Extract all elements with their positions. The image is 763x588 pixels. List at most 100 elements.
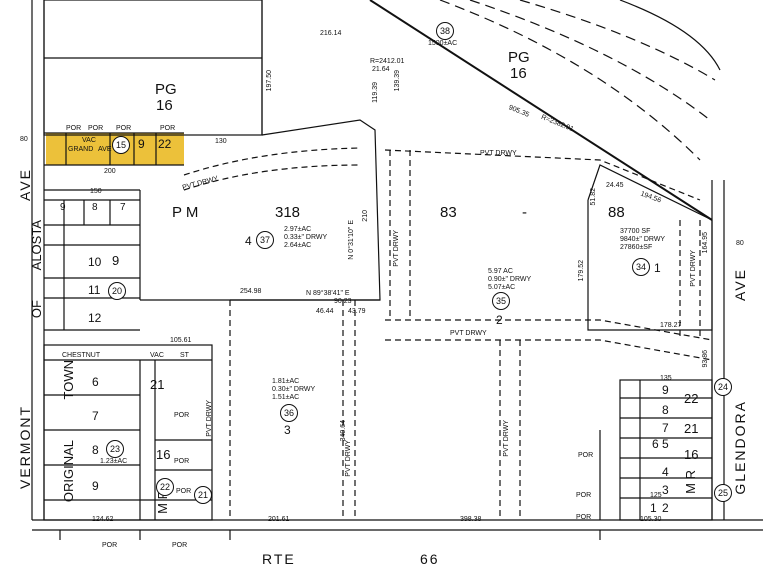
parcel-circle-15[interactable]: 15 bbox=[112, 136, 130, 154]
tract-mr-right-22: 22 bbox=[684, 391, 699, 406]
por-label: POR bbox=[88, 125, 104, 132]
dim-124: 124.62 bbox=[92, 516, 114, 523]
lot-right-7: 7 bbox=[662, 421, 669, 435]
tract-pm: P M bbox=[172, 204, 199, 221]
lot-right-4: 4 bbox=[662, 465, 669, 479]
parcel-circle-36[interactable]: 36 bbox=[280, 404, 298, 422]
lot-right-3: 3 bbox=[662, 483, 669, 497]
lot-left-8: 8 bbox=[92, 202, 98, 213]
lot-right-6: 6 bbox=[652, 437, 659, 451]
dim-105: 105.61 bbox=[170, 337, 192, 344]
por-label: POR bbox=[176, 488, 192, 495]
lot-left-6: 6 bbox=[92, 375, 99, 389]
tract-town: TOWN bbox=[61, 360, 76, 400]
dim-r2412: R=2412.01 bbox=[370, 58, 405, 65]
por-label: POR bbox=[116, 125, 132, 132]
parcel-circle-22[interactable]: 22 bbox=[156, 478, 174, 496]
tract-pg-right-num: 16 bbox=[510, 65, 527, 82]
bearing-east: N 89°38'41" E bbox=[306, 290, 350, 297]
tract-pm-number: 318 bbox=[275, 204, 301, 221]
parcel-circle-20[interactable]: 20 bbox=[108, 282, 126, 300]
dim-46: 46.44 bbox=[316, 308, 334, 315]
parcel36-lot: 3 bbox=[284, 423, 291, 437]
lot-left-12: 12 bbox=[88, 311, 102, 325]
dim-178: 178.27 bbox=[660, 322, 682, 329]
dim-80-right: 80 bbox=[736, 240, 744, 247]
parcel35-net: 5.07±AC bbox=[488, 284, 516, 291]
por-label: POR bbox=[102, 542, 118, 549]
lot-right-1: 1 bbox=[650, 501, 657, 515]
dim-139: 139.39 bbox=[394, 70, 401, 92]
tract-pm-right: 83 bbox=[440, 204, 457, 221]
por-label: POR bbox=[174, 458, 190, 465]
street-glendora: GLENDORA bbox=[732, 400, 748, 495]
tract-pg-top-num: 16 bbox=[156, 97, 173, 114]
lot-left-10: 10 bbox=[88, 255, 102, 269]
dim-119: 119.39 bbox=[372, 82, 379, 103]
street-grand-ave: AVE bbox=[98, 146, 112, 153]
lot-left-9: 9 bbox=[60, 202, 66, 213]
parcel37-net: 2.64±AC bbox=[284, 242, 312, 249]
tract-pm-right-num: 88 bbox=[608, 204, 625, 221]
bearing-north: N 0°31'10" E bbox=[348, 220, 355, 260]
tract-of: OF bbox=[29, 300, 44, 319]
parcel-circle-34[interactable]: 34 bbox=[632, 258, 650, 276]
parcel-circle-38[interactable]: 38 bbox=[436, 22, 454, 40]
lot-left-11: 11 bbox=[88, 283, 101, 297]
tract-mr-right: M R bbox=[683, 470, 698, 494]
dim-179: 179.52 bbox=[578, 260, 585, 282]
parcel34-lot: 1 bbox=[654, 261, 661, 275]
street-vermont: VERMONT bbox=[17, 405, 33, 489]
parcel37-area: 2.97±AC bbox=[284, 226, 312, 233]
parcel-22-strip: 22 bbox=[158, 137, 172, 151]
drwy-label: PVT DRWY bbox=[450, 330, 487, 337]
parcel-circle-25[interactable]: 25 bbox=[714, 484, 732, 502]
street-ave-right: AVE bbox=[732, 268, 748, 301]
tract-pm-dash: - bbox=[522, 204, 527, 221]
dim-150: 150 bbox=[90, 188, 102, 195]
lot-left-9b: 9 bbox=[112, 253, 120, 268]
parcel-circle-35[interactable]: 35 bbox=[492, 292, 510, 310]
drwy-label: PVT DRWY bbox=[480, 150, 517, 157]
tract-mr-right-21: 21 bbox=[684, 421, 699, 436]
dim-201: 201.61 bbox=[268, 516, 290, 523]
street-chestnut-vac: VAC bbox=[150, 352, 164, 359]
parcel-circle-23[interactable]: 23 bbox=[106, 440, 124, 458]
dim-164: 164.95 bbox=[702, 232, 709, 254]
dim-51: 51.82 bbox=[590, 188, 597, 206]
tract-pg-top: PG bbox=[155, 81, 177, 98]
dim-93: 93.86 bbox=[702, 350, 709, 368]
parcel34-area: 37700 SF bbox=[620, 228, 651, 235]
lot-left-8b: 8 bbox=[92, 443, 99, 457]
parcel36-net: 1.51±AC bbox=[272, 394, 300, 401]
dim-135: 135 bbox=[660, 375, 672, 382]
parcel-circle-21[interactable]: 21 bbox=[194, 486, 212, 504]
street-chestnut-st: ST bbox=[180, 352, 189, 359]
dim-90: 90.23 bbox=[334, 298, 352, 305]
tract-original: ORIGINAL bbox=[61, 440, 76, 503]
street-chestnut: CHESTNUT bbox=[62, 352, 101, 359]
parcel34-drwy: 9840±" DRWY bbox=[620, 236, 666, 243]
dim-130: 130 bbox=[215, 138, 227, 145]
drwy-label: PVT DRWY bbox=[503, 420, 510, 457]
lot-left-9c: 9 bbox=[92, 479, 99, 493]
por-label: POR bbox=[576, 492, 592, 499]
street-rte-number: 66 bbox=[420, 551, 440, 567]
lot-right-8: 8 bbox=[662, 403, 669, 417]
tract-mr-21: 21 bbox=[150, 377, 165, 392]
dim-125: 125 bbox=[650, 492, 662, 499]
parcel34-net: 27860±SF bbox=[620, 244, 653, 251]
drwy-label: PVT DRWY bbox=[206, 400, 213, 437]
tract-mr-right-num: 16 bbox=[684, 447, 699, 462]
parcel-circle-24[interactable]: 24 bbox=[714, 378, 732, 396]
street-grand: GRAND bbox=[68, 146, 94, 153]
lot-right-9: 9 bbox=[662, 383, 669, 397]
street-grand-vac: VAC bbox=[82, 137, 96, 144]
parcel-circle-37[interactable]: 37 bbox=[256, 231, 274, 249]
drwy-label: PVT DRWY bbox=[690, 250, 697, 287]
parcel37-lot: 4 bbox=[245, 234, 252, 248]
tract-mr-left-num: 16 bbox=[156, 447, 171, 462]
lot-left-7: 7 bbox=[120, 202, 126, 213]
